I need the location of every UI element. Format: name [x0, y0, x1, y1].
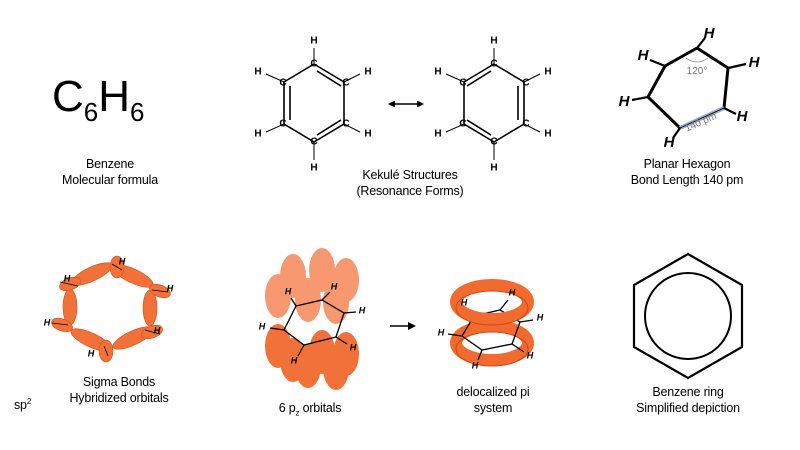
- kekule-left-atoms: C C C C C C H H H H H H: [254, 36, 371, 174]
- bond-length-label: 140 pm: [684, 111, 719, 135]
- atom-label: H: [64, 273, 71, 283]
- atom-label: C: [522, 119, 529, 130]
- atom-label: H: [544, 67, 551, 78]
- formula-carbon: C: [52, 72, 84, 121]
- atom-label: H: [704, 25, 716, 42]
- atom-label: H: [461, 297, 468, 307]
- atom-label: H: [310, 163, 317, 174]
- atom-label: H: [527, 350, 534, 360]
- atom-label: C: [490, 59, 497, 70]
- sigma-caption-line1: Sigma Bonds: [82, 375, 156, 389]
- atom-label: H: [350, 342, 357, 352]
- ring-caption-line1: Benzene ring: [652, 385, 724, 399]
- atom-label: H: [259, 321, 266, 331]
- porbitals-caption: 6 pz orbitals: [250, 400, 370, 422]
- atom-label: H: [359, 305, 366, 315]
- atom-label: H: [472, 360, 479, 370]
- porbitals-caption-main: 6 p: [278, 401, 296, 415]
- atom-label: C: [310, 137, 317, 148]
- atom-label: C: [459, 119, 466, 130]
- transformation-arrow: [390, 322, 416, 330]
- atom-label: H: [434, 67, 441, 78]
- atom-label: H: [664, 134, 676, 151]
- angle-arc: [685, 57, 709, 63]
- kekule-caption-line2: (Resonance Forms): [356, 184, 464, 198]
- benzene-caption-line1: Benzene: [86, 157, 134, 171]
- planar-caption: Planar Hexagon Bond Length 140 pm: [612, 156, 762, 188]
- benzene-ring-simplified: [632, 252, 744, 380]
- atom-label: H: [434, 129, 441, 140]
- porbitals-caption-subscript: z: [295, 408, 300, 418]
- atom-label: H: [167, 283, 174, 293]
- atom-label: H: [331, 281, 338, 291]
- sp2-text: sp: [14, 398, 27, 413]
- atom-label: H: [490, 36, 497, 47]
- p-orbitals: H H H H H H: [259, 248, 366, 390]
- atom-label: H: [364, 129, 371, 140]
- kekule-caption-line1: Kekulé Structures: [362, 168, 458, 182]
- atom-label: H: [749, 54, 761, 71]
- atom-label: H: [254, 67, 261, 78]
- atom-label: H: [364, 67, 371, 78]
- ring-caption-line2: Simplified depiction: [636, 401, 740, 415]
- atom-label: H: [438, 327, 445, 337]
- kekule-right-atoms: C C C C C C H H H H H H: [434, 36, 551, 174]
- atom-label: H: [537, 312, 544, 322]
- sigma-caption-line2: Hybridized orbitals: [69, 391, 169, 405]
- planar-caption-line2: Bond Length 140 pm: [630, 173, 744, 187]
- atom-label: C: [279, 78, 286, 89]
- atom-label: H: [509, 287, 516, 297]
- atom-label: C: [490, 137, 497, 148]
- kekule-caption: Kekulé Structures (Resonance Forms): [320, 167, 500, 199]
- delocalized-pi-system: H H H H H H: [438, 279, 544, 370]
- atom-label: H: [44, 317, 51, 327]
- atom-label: H: [254, 129, 261, 140]
- atom-label: H: [490, 163, 497, 174]
- bond-angle-label: 120°: [687, 66, 708, 77]
- atom-label: C: [310, 59, 317, 70]
- sigma-caption: Sigma Bonds Hybridized orbitals: [44, 374, 194, 406]
- formula-hydrogen-subscript: 6: [130, 97, 145, 127]
- benzene-caption-line2: Molecular formula: [62, 173, 158, 187]
- atom-label: H: [544, 129, 551, 140]
- atom-label: H: [737, 108, 749, 125]
- sp2-superscript: 2: [26, 397, 32, 406]
- atom-label: H: [285, 286, 292, 296]
- atom-label: C: [279, 119, 286, 130]
- deloc-caption-line1: delocalized pi: [456, 385, 530, 399]
- atom-label: H: [119, 256, 126, 266]
- sp2-label: sp2: [14, 394, 44, 413]
- kekule-right: [445, 48, 541, 160]
- atom-label: C: [522, 78, 529, 89]
- planar-hexagon: 120° 140 pm H H H H H H: [619, 25, 761, 151]
- atom-label: H: [619, 93, 631, 110]
- ring-caption: Benzene ring Simplified depiction: [608, 384, 768, 416]
- planar-caption-line1: Planar Hexagon: [643, 157, 731, 171]
- atom-label: C: [342, 119, 349, 130]
- atom-label: C: [342, 78, 349, 89]
- atom-label: C: [459, 78, 466, 89]
- atom-label: H: [638, 47, 650, 64]
- atom-label: H: [154, 325, 161, 335]
- atom-label: H: [310, 36, 317, 47]
- formula-carbon-subscript: 6: [83, 97, 99, 127]
- resonance-arrow: [388, 100, 424, 108]
- kekule-left: [265, 48, 361, 160]
- molecular-formula: C6H6: [52, 72, 145, 137]
- sigma-bond-orbitals: H H H H H H: [44, 255, 174, 363]
- benzene-caption: Benzene Molecular formula: [30, 156, 190, 188]
- porbitals-caption-rest: orbitals: [302, 401, 342, 415]
- deloc-caption-line2: system: [473, 401, 513, 415]
- formula-hydrogen: H: [98, 72, 131, 121]
- atom-label: H: [291, 355, 298, 365]
- deloc-caption: delocalized pi system: [418, 384, 568, 416]
- atom-label: H: [88, 348, 95, 358]
